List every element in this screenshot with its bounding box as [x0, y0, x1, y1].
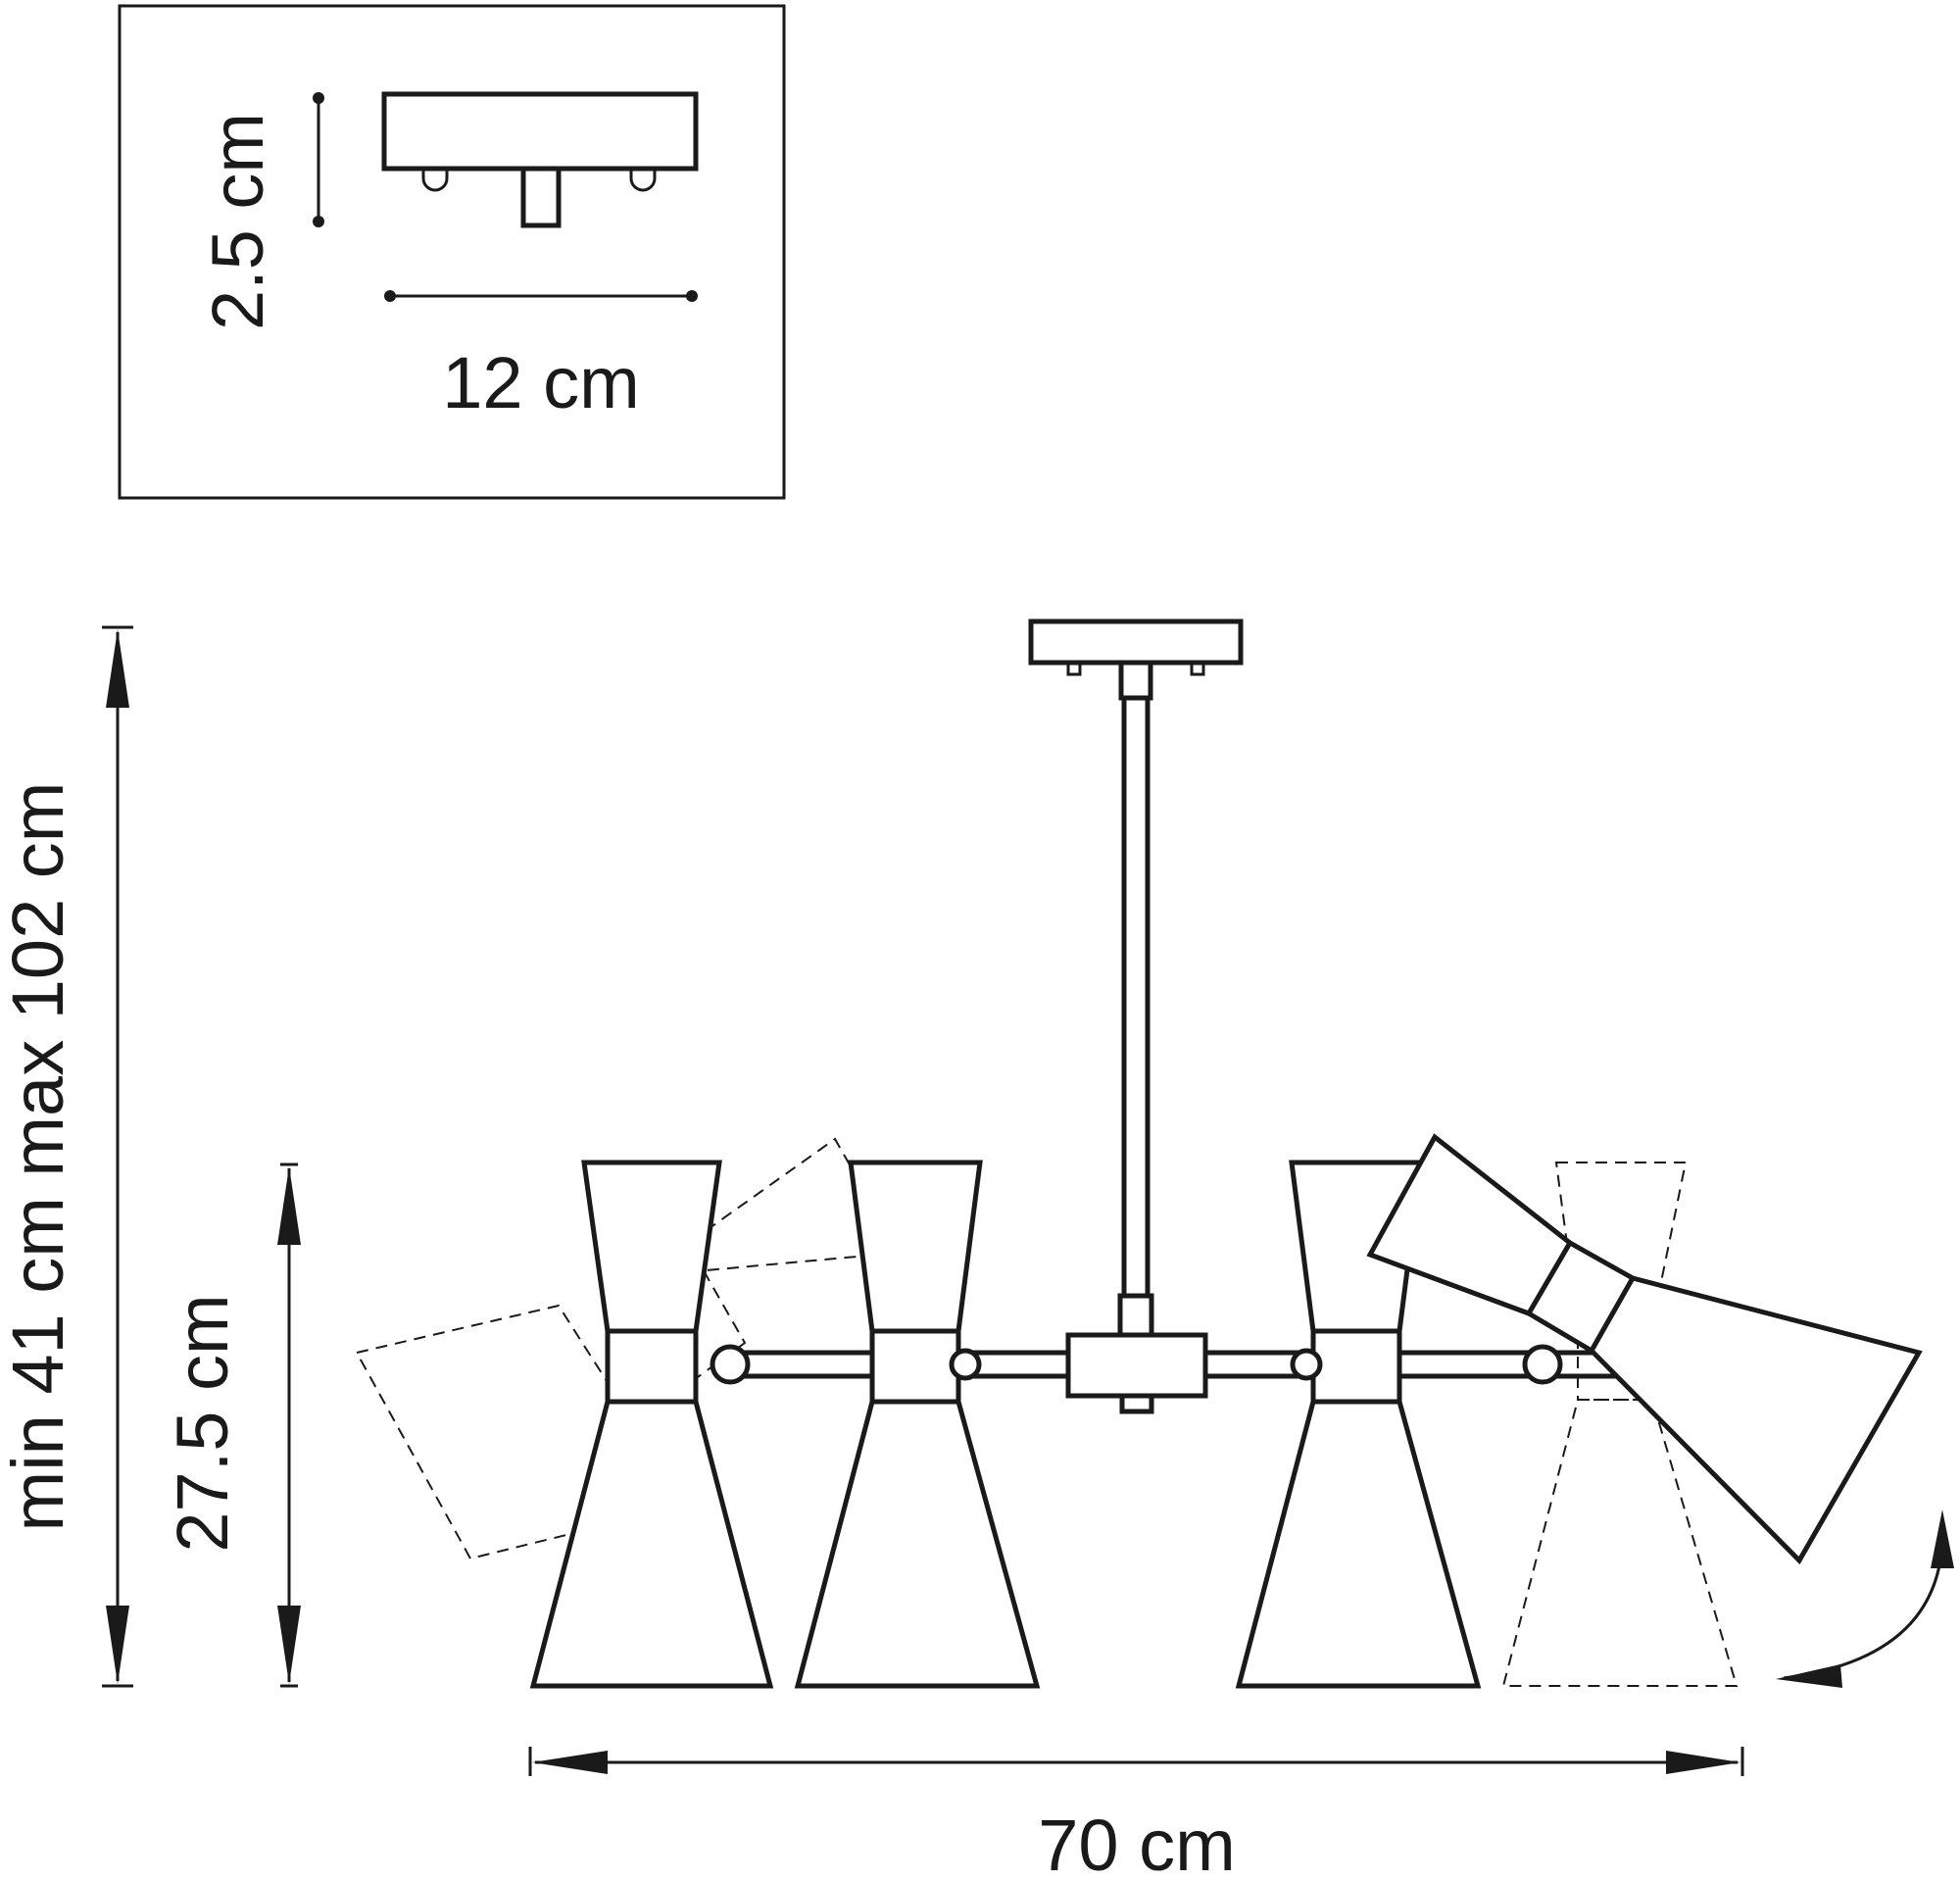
canopy-screw-right: [629, 169, 657, 192]
chandelier: [355, 618, 1923, 1689]
lamp-shade-1: [529, 1160, 774, 1689]
chandelier-canopy: [1028, 618, 1244, 666]
canopy-plate: [381, 91, 699, 172]
fixture-height-label: 27.5 cm: [162, 1294, 243, 1552]
canopy-detail-inset: 2.5 cm 12 cm: [118, 4, 786, 500]
overall-height-label: min 41 cm max 102 cm: [0, 782, 78, 1532]
fixture-height-dimension: 27.5 cm: [162, 1163, 301, 1688]
inset-width-label: 12 cm: [442, 342, 640, 423]
lamp-shade-2: [794, 1160, 1041, 1689]
overall-height-dimension: min 41 cm max 102 cm: [0, 625, 133, 1688]
lamp-shade-4-tilted: [1366, 1133, 1923, 1565]
central-hub: [1065, 1332, 1208, 1399]
inset-frame: [118, 4, 786, 500]
width-label: 70 cm: [1038, 1805, 1236, 1880]
width-dimension: 70 cm: [528, 1747, 1744, 1880]
canopy-stem: [520, 166, 562, 228]
suspension-rod: [1121, 695, 1151, 1299]
lamp-shade-3: [1235, 1160, 1482, 1689]
rotation-arrow-icon: [1776, 1509, 1954, 1688]
canopy-screw-left: [421, 169, 449, 192]
inset-height-label: 2.5 cm: [197, 113, 278, 330]
